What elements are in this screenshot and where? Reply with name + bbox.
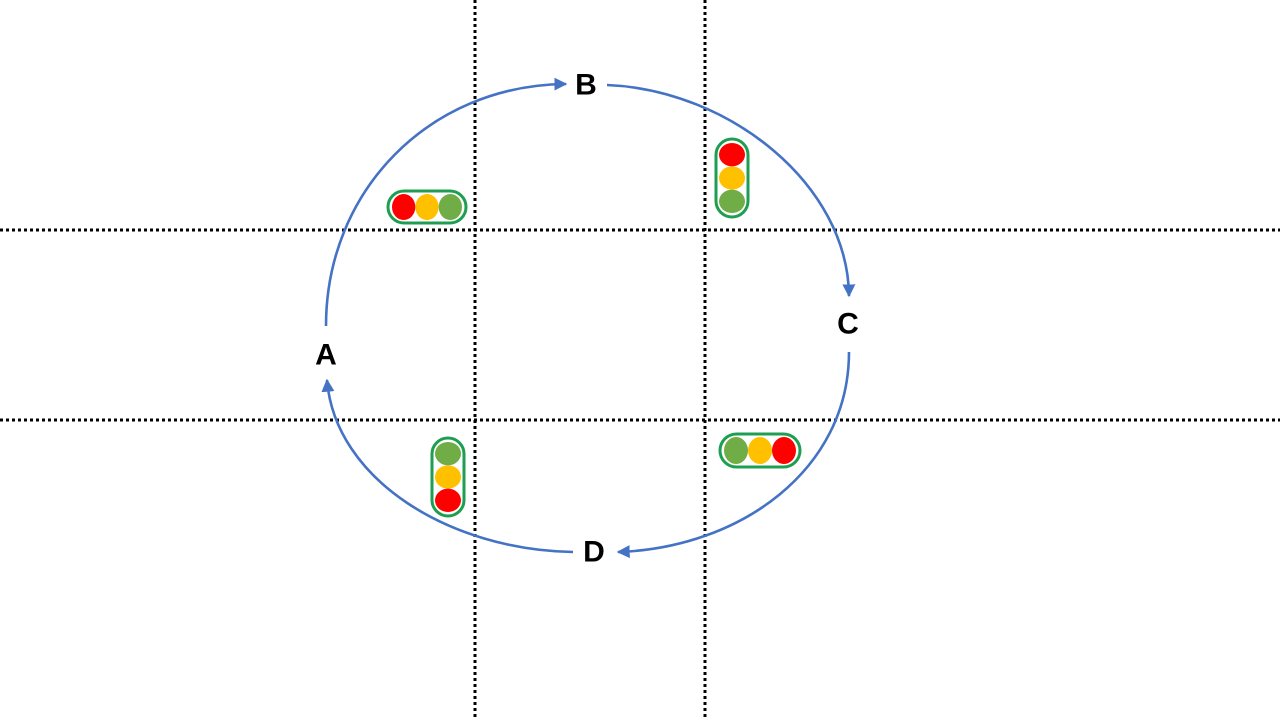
lamp-yellow: [719, 166, 745, 190]
lamp-green: [438, 194, 463, 220]
node-label-a: A: [315, 339, 337, 372]
lamp-red: [435, 488, 461, 512]
lamp-yellow: [748, 437, 772, 464]
light-northwest: [386, 189, 468, 225]
node-label-b: B: [575, 69, 597, 102]
lamp-red: [392, 194, 416, 220]
lamp-green: [719, 189, 745, 213]
light-southwest: [430, 436, 466, 518]
lamp-yellow: [415, 194, 439, 220]
node-label-c: C: [837, 308, 859, 341]
traffic-lights: [386, 137, 802, 518]
light-southeast: [718, 432, 802, 469]
lamp-red: [772, 437, 796, 464]
arrow-b-to-c: [606, 83, 856, 298]
arrow-c-to-d: [616, 351, 851, 559]
lamp-red: [719, 143, 745, 167]
lamp-green: [435, 442, 461, 466]
lamp-yellow: [435, 465, 461, 489]
lamp-green: [724, 437, 748, 464]
light-northeast: [714, 137, 750, 219]
arrow-a-to-b: [324, 77, 568, 327]
node-label-d: D: [583, 536, 605, 569]
arrow-d-to-a: [321, 378, 574, 554]
